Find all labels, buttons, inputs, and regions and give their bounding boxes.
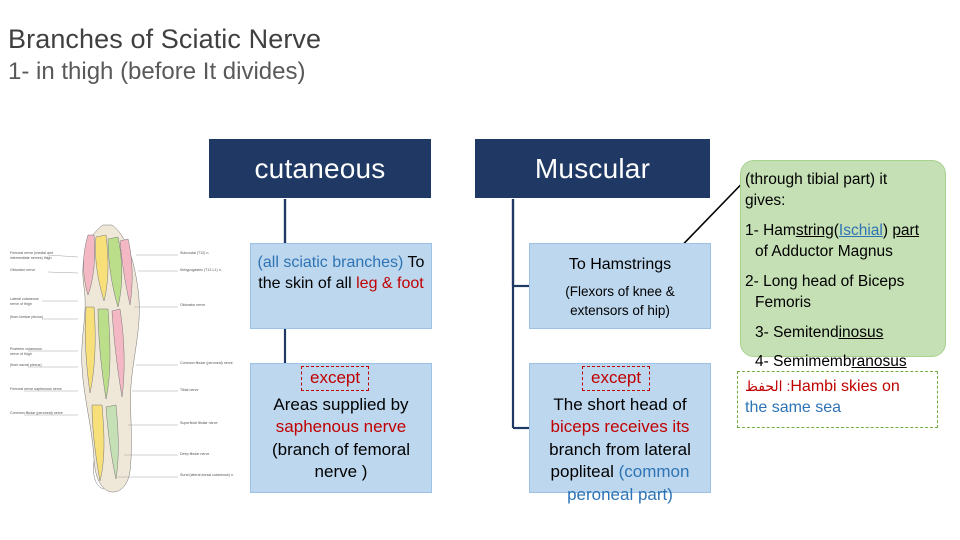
cutaneous-line2-red: leg & <box>356 275 393 293</box>
page-subtitle: 1- in thigh (before It divides) <box>8 58 306 85</box>
svg-text:Common fibular (peroneal) nerv: Common fibular (peroneal) nerve <box>10 411 63 415</box>
cutaneous-box-primary-line3: foot <box>397 275 424 293</box>
callout-item1-f: part <box>892 221 920 239</box>
svg-text:Femoral nerve (medial and: Femoral nerve (medial and <box>10 251 53 255</box>
header-box-muscular[interactable]: Muscular <box>475 139 710 198</box>
muscular-except-label: except <box>582 366 651 391</box>
svg-text:Femoral nerve saphenous nerve: Femoral nerve saphenous nerve <box>10 387 62 391</box>
svg-text:(from sacral plexus): (from sacral plexus) <box>10 363 42 367</box>
page-title: Branches of Sciatic Nerve <box>8 24 322 54</box>
cutaneous-box-exception: Areas supplied by saphenous nerve (branc… <box>250 363 432 493</box>
callout-item1-e: ) <box>882 221 893 239</box>
mnemonic-note: الحفظ :Hambi skies on the same sea <box>737 371 938 428</box>
callout-item1-d: Ischial <box>838 221 883 239</box>
muscular-exception-line4: popliteal <box>550 462 619 482</box>
callout-item4-b: ranosus <box>851 353 907 371</box>
cutaneous-box-primary-line2: To the skin of all leg & <box>258 254 424 292</box>
svg-text:Obturator nerve: Obturator nerve <box>180 303 205 307</box>
callout-item-1: 1- Hamstring(Ischial) part of Adductor M… <box>745 221 939 263</box>
cutaneous-exception-line2: saphenous nerve <box>275 417 407 437</box>
callout-item1-b: string <box>795 221 834 239</box>
muscular-exception-line2: biceps receives its <box>550 417 690 437</box>
svg-text:Iliohypogastric (T12-L1) n.: Iliohypogastric (T12-L1) n. <box>180 268 222 272</box>
callout-intro-line2: gives: <box>745 191 786 209</box>
anatomy-diagram-image: Femoral nerve (medial and intermediate n… <box>8 215 258 500</box>
cutaneous-box-primary-line1: (all sciatic branches) <box>257 254 404 271</box>
muscular-exception-line4-blue: (common <box>618 462 690 482</box>
svg-text:Tibial nerve: Tibial nerve <box>180 388 198 392</box>
callout-intro: (through tibial part) it gives: <box>745 170 939 212</box>
muscular-box-primary: To Hamstrings (Flexors of knee & extenso… <box>529 243 711 329</box>
svg-text:nerve of thigh: nerve of thigh <box>10 352 32 356</box>
mnemonic-text-red: Hambi skies on <box>790 378 900 395</box>
callout-item1-c: ( <box>833 221 839 239</box>
muscular-box-primary-line2: (Flexors of knee & <box>565 284 675 300</box>
muscular-exception-line1: The short head of <box>553 395 687 414</box>
svg-text:Superficial fibular nerve: Superficial fibular nerve <box>180 421 218 425</box>
callout-item3-b: inosus <box>838 323 884 341</box>
callout-item2-line2: Femoris <box>755 293 811 311</box>
callout-item-2: 2- Long head of Biceps Femoris <box>745 272 939 314</box>
cutaneous-line2-prefix: To the skin of all <box>258 254 425 293</box>
svg-text:Subcostal (T12) n.: Subcostal (T12) n. <box>180 251 209 255</box>
svg-text:(from lumbar plexus): (from lumbar plexus) <box>10 315 43 319</box>
callout-item1-a: 1- Ham <box>745 221 796 239</box>
mnemonic-arabic-label: الحفظ : <box>745 378 791 394</box>
cutaneous-except-label: except <box>301 366 370 391</box>
callout-item4-a: 4- Semimemb <box>755 353 852 371</box>
cutaneous-box-primary: (all sciatic branches) To the skin of al… <box>250 243 432 329</box>
muscular-box-primary-line1: To Hamstrings <box>568 256 672 273</box>
svg-text:intermediate nerves) thigh: intermediate nerves) thigh <box>10 256 52 260</box>
muscular-exception-line5-blue: peroneal part) <box>567 484 673 504</box>
header-box-cutaneous[interactable]: cutaneous <box>209 139 431 198</box>
muscular-box-primary-line3: extensors of hip) <box>570 302 670 318</box>
callout-item1-cont: of Adductor Magnus <box>755 242 893 260</box>
cutaneous-exception-line4: nerve ) <box>314 462 368 482</box>
callout-item-4: 4- Semimembranosus <box>745 352 939 373</box>
muscular-exception-line3: branch from lateral <box>549 439 691 459</box>
svg-text:Common fibular (peroneal) nerv: Common fibular (peroneal) nerve <box>180 361 233 365</box>
callout-item3-a: 3- Semitend <box>755 323 839 341</box>
svg-text:Posterior cutaneous: Posterior cutaneous <box>10 347 42 351</box>
svg-text:Deep fibular nerve: Deep fibular nerve <box>180 452 209 456</box>
cutaneous-exception-line3: (branch of femoral <box>272 439 410 459</box>
svg-text:Obturator nerve: Obturator nerve <box>10 268 35 272</box>
callout-intro-line1: (through tibial part) it <box>745 171 888 188</box>
callout-item2-line1: 2- Long head of Biceps <box>745 272 905 290</box>
cutaneous-exception-line1: Areas supplied by <box>273 395 409 414</box>
callout-item-3: 3- Semitendinosus <box>745 323 939 344</box>
svg-text:nerve of thigh: nerve of thigh <box>10 302 32 306</box>
mnemonic-text-blue: the same sea <box>745 398 842 416</box>
svg-text:Lateral cutaneous: Lateral cutaneous <box>10 297 39 301</box>
svg-text:Sural (lateral dorsal cutaneou: Sural (lateral dorsal cutaneous) n. <box>180 473 234 477</box>
callout-hamstrings-detail: (through tibial part) it gives: 1- Hamst… <box>740 160 946 370</box>
